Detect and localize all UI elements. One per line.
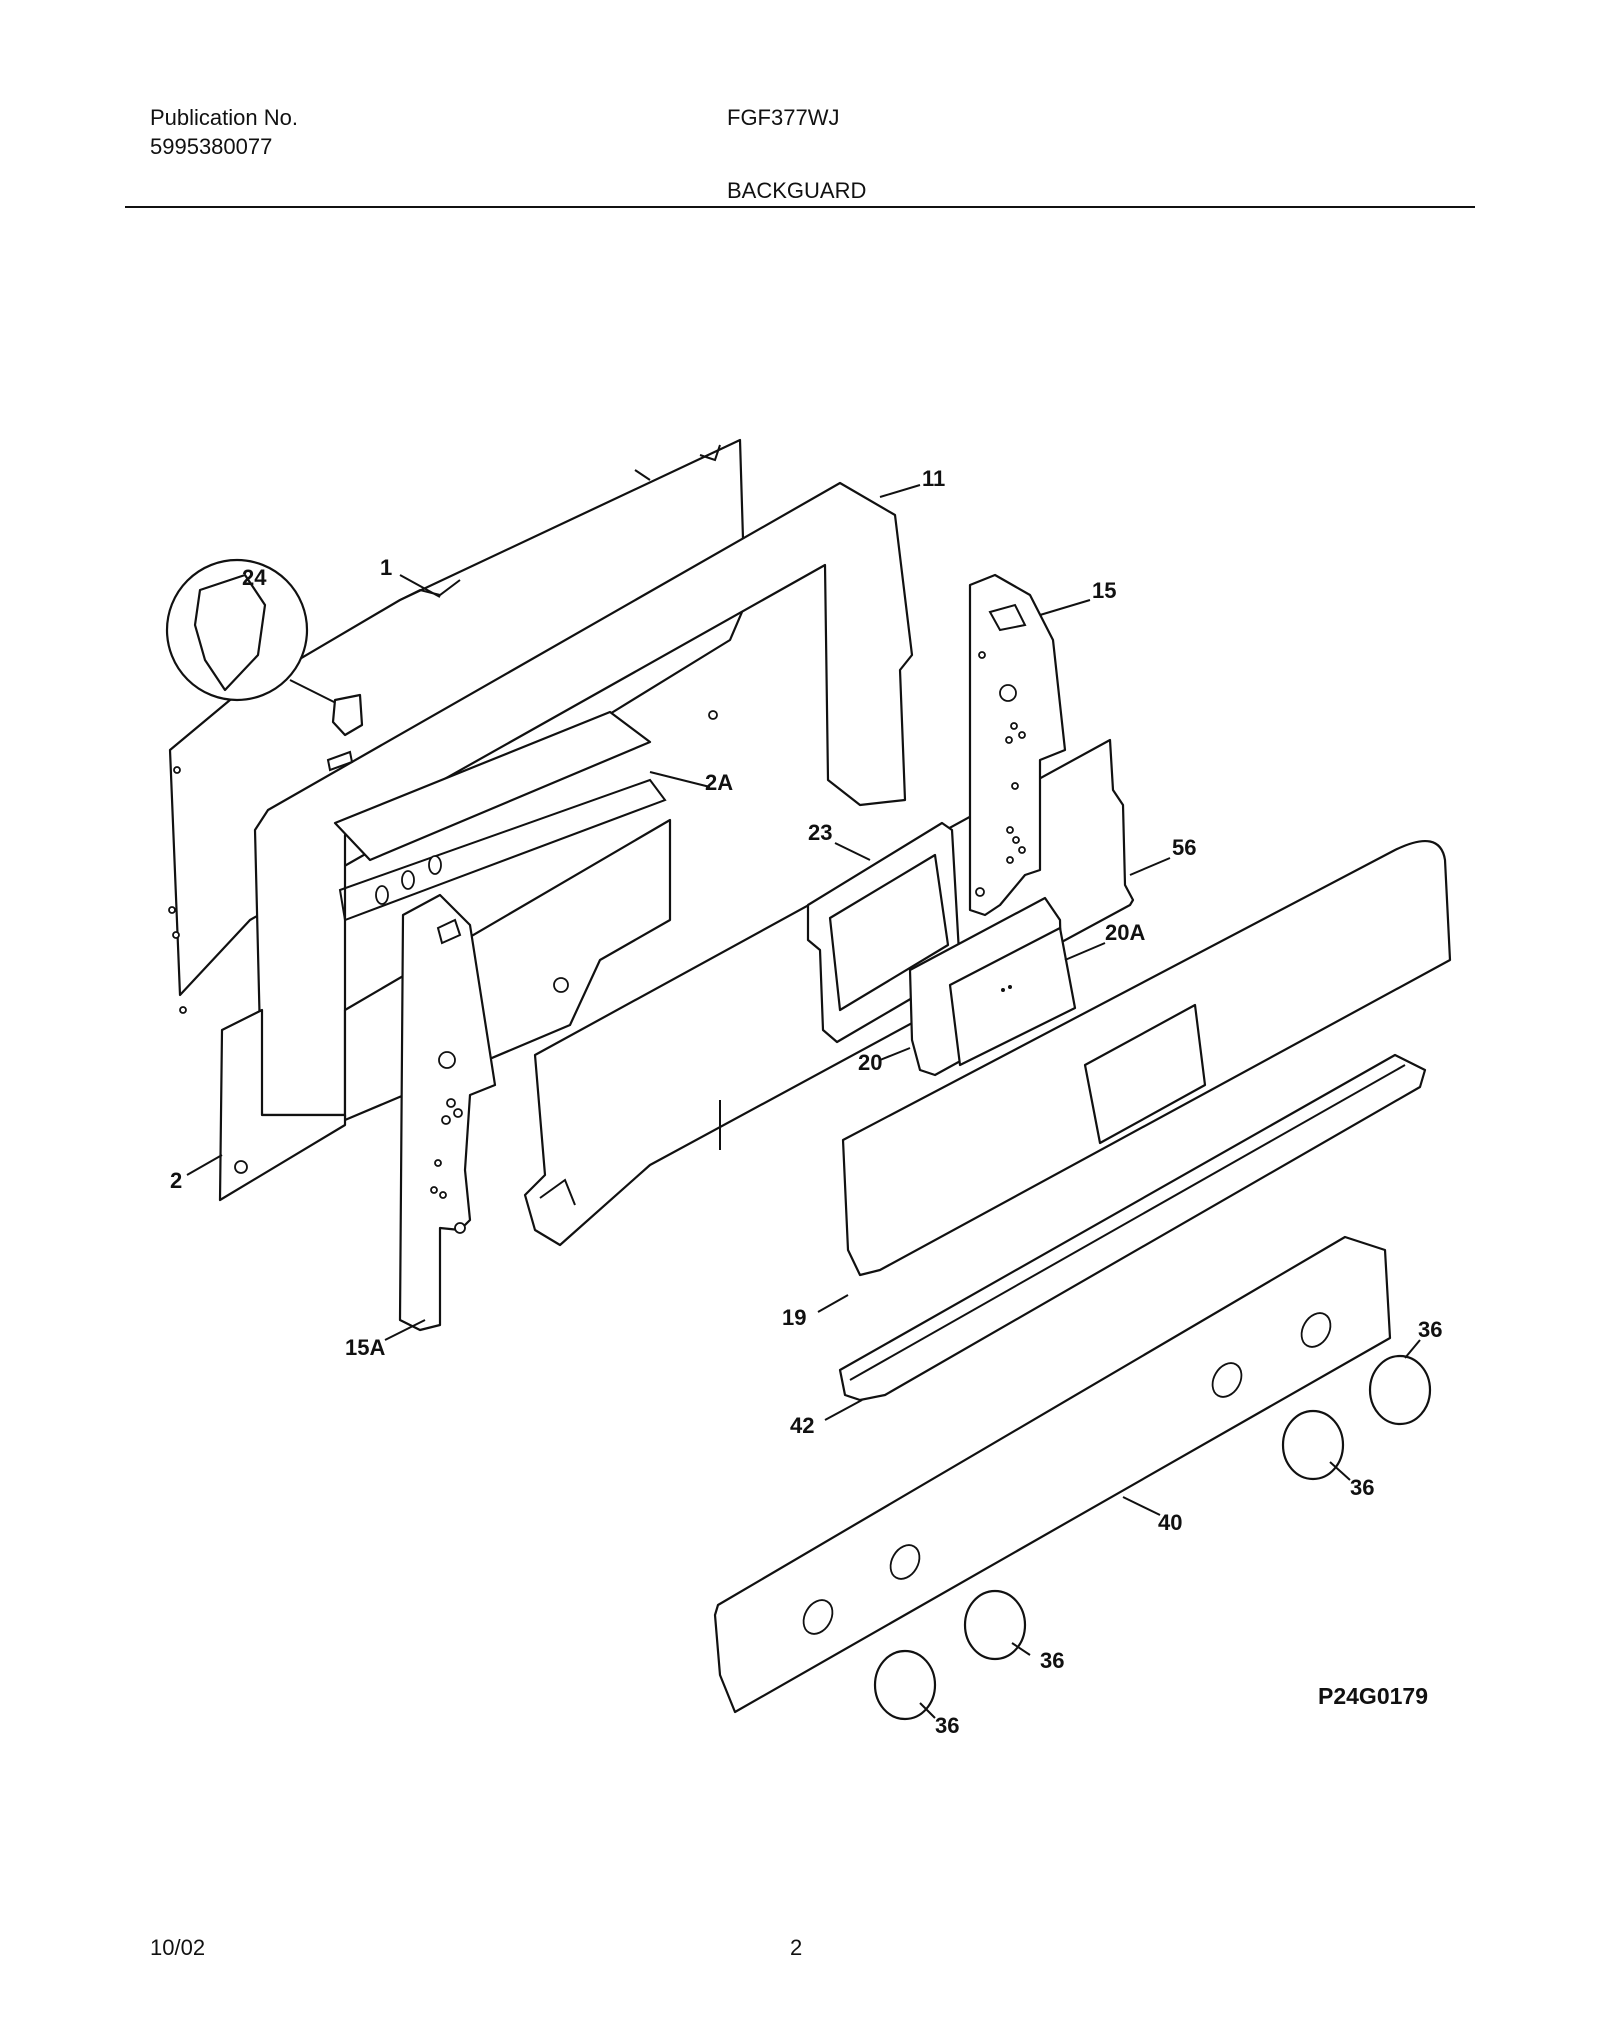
callout-20: 20 xyxy=(858,1050,882,1075)
section-title: BACKGUARD xyxy=(727,178,867,203)
callout-23: 23 xyxy=(808,820,832,845)
part-2-lower-panel xyxy=(218,1008,347,1202)
part-15-right-bracket xyxy=(968,573,1067,917)
header-rule xyxy=(125,206,1475,208)
callout-42: 42 xyxy=(790,1413,814,1438)
part-42-trim xyxy=(838,1053,1427,1402)
knob-2 xyxy=(1281,1409,1345,1481)
callout-2: 2 xyxy=(170,1168,182,1193)
callout-11: 11 xyxy=(922,466,945,491)
part-15a-left-bracket xyxy=(398,893,497,1332)
callout-19: 19 xyxy=(782,1305,806,1330)
callout-15: 15 xyxy=(1092,578,1116,603)
callout-36-c: 36 xyxy=(1040,1648,1064,1673)
callout-1: 1 xyxy=(380,555,392,580)
callout-56: 56 xyxy=(1172,835,1196,860)
callout-40: 40 xyxy=(1158,1510,1182,1535)
part-19-control-panel xyxy=(841,840,1452,1277)
drawing-number: P24G0179 xyxy=(1318,1683,1428,1709)
footer-date: 10/02 xyxy=(150,1935,206,1960)
part-2a-shield xyxy=(333,710,667,922)
callout-36-d: 36 xyxy=(935,1713,959,1738)
callout-15a: 15A xyxy=(345,1335,385,1360)
knob-3 xyxy=(963,1589,1027,1661)
callout-labels: 24 1 11 15 2A 23 56 20A 20 2 15A 19 42 4… xyxy=(170,466,1442,1738)
part-20-control xyxy=(908,896,1077,1077)
callout-20a: 20A xyxy=(1105,920,1145,945)
callout-2a: 2A xyxy=(705,770,733,795)
callout-36-b: 36 xyxy=(1350,1475,1374,1500)
part-36-knobs xyxy=(873,1354,1432,1721)
footer-page-number: 2 xyxy=(790,1935,803,1960)
publication-label: Publication No. xyxy=(150,105,298,130)
part-40-manifold-panel xyxy=(713,1235,1392,1714)
callout-36-a: 36 xyxy=(1418,1317,1442,1342)
model-number: FGF377WJ xyxy=(727,105,840,130)
part-24-detail xyxy=(165,558,364,737)
leader-lines xyxy=(186,484,1421,1719)
publication-number: 5995380077 xyxy=(150,134,273,159)
callout-24: 24 xyxy=(242,565,267,590)
knob-4 xyxy=(873,1649,937,1721)
knob-1 xyxy=(1368,1354,1432,1426)
